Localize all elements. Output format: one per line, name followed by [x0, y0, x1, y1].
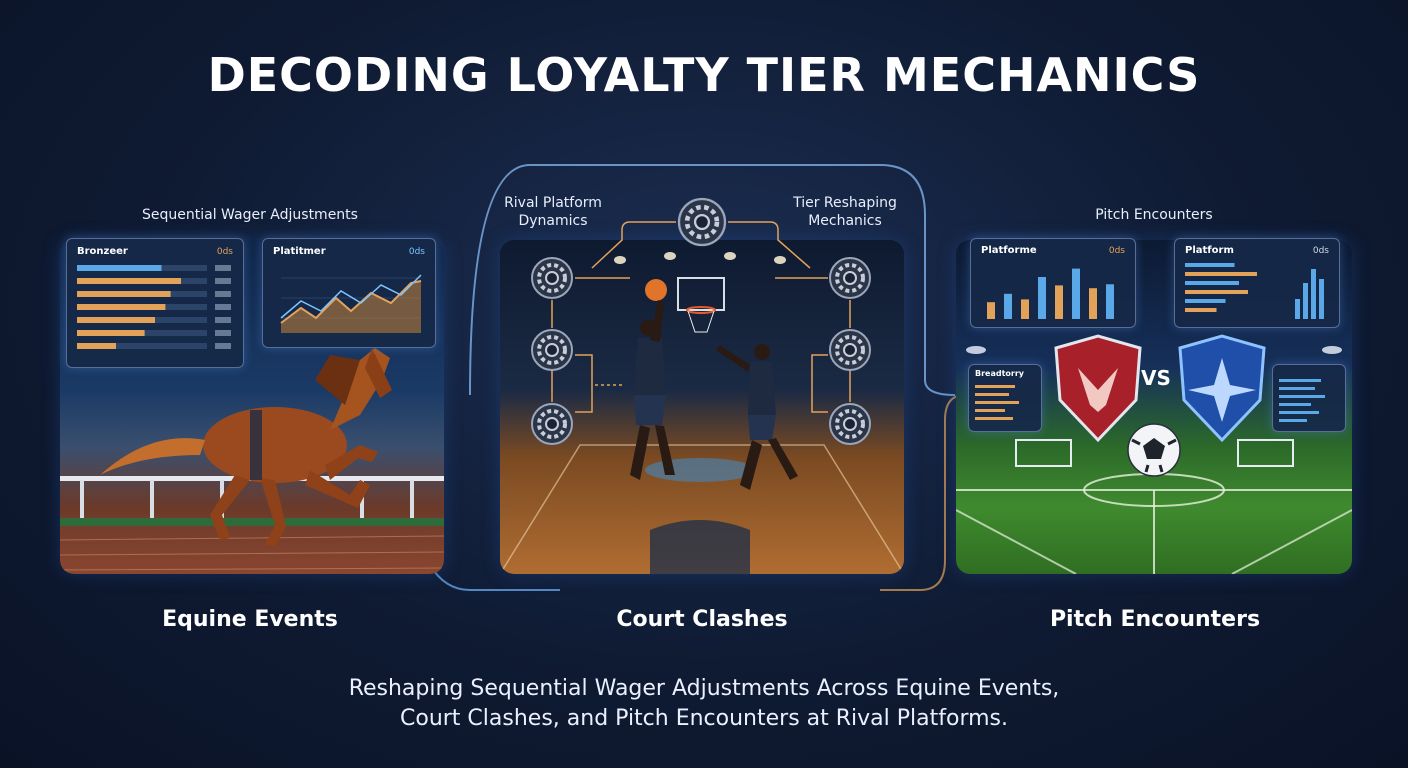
label-line: Tier Reshaping	[793, 195, 897, 211]
bar-value-mark	[215, 304, 231, 310]
bar-value-mark	[215, 278, 231, 284]
gear-icon	[679, 199, 725, 245]
pitch-bar-list-2	[1185, 263, 1324, 319]
card-title: Breadtorry	[975, 369, 1025, 378]
label-line: Dynamics	[518, 213, 588, 229]
gear-icon	[530, 256, 574, 300]
equine-label: Sequential Wager Adjustments	[142, 207, 358, 223]
card-odds: 0ds	[1108, 246, 1125, 256]
bar-fill	[1185, 281, 1239, 285]
platform-bar-chart-card: Platforme 0ds	[970, 238, 1136, 328]
card-odds: 0ds	[216, 247, 233, 257]
gear-icon	[828, 402, 872, 446]
mini-bar-list-left	[975, 385, 1019, 420]
bar-fill	[1185, 263, 1235, 267]
gear-flow-diagram	[530, 180, 872, 446]
bar	[1089, 288, 1097, 319]
bar	[1004, 293, 1012, 319]
soccer-ball-icon	[1127, 423, 1181, 477]
bar-fill	[1185, 308, 1217, 312]
platform-list-card: Platform 0ds	[1174, 238, 1340, 328]
bar	[1038, 277, 1046, 319]
court-caption: Court Clashes	[616, 607, 788, 632]
platinum-tier-card: Platitmer 0ds	[262, 238, 436, 348]
team-stats-card-left: Breadtorry	[968, 364, 1042, 432]
card-odds: 0ds	[1312, 246, 1329, 256]
bar-fill	[1185, 299, 1226, 303]
versus-label: VS	[1141, 366, 1171, 390]
bar-value-mark	[215, 317, 231, 323]
blue-shield-icon	[1178, 334, 1266, 443]
bar	[987, 302, 995, 319]
team-stats-card-right	[1272, 364, 1346, 432]
horse-scene	[60, 348, 444, 571]
basketball-hoop-icon	[677, 277, 725, 333]
card-title: Platform	[1185, 245, 1234, 256]
card-odds: 0ds	[408, 247, 425, 257]
bar-fill	[77, 330, 145, 336]
card-title: Bronzeer	[77, 246, 128, 257]
player-right-icon	[716, 344, 798, 490]
court-panel	[500, 240, 904, 574]
bottom-line-1: Reshaping Sequential Wager Adjustments A…	[348, 676, 1060, 701]
bar-value-mark	[215, 265, 231, 271]
gear-icon	[828, 328, 872, 372]
gear-icon	[828, 256, 872, 300]
bar-value-mark	[215, 291, 231, 297]
mini-bar-list-right	[1279, 379, 1325, 422]
pitch-caption: Pitch Encounters	[1049, 607, 1261, 632]
red-shield-icon	[1054, 334, 1142, 443]
bar-value-mark	[215, 330, 231, 336]
basketball-scene	[500, 252, 904, 574]
goal-right-icon	[1237, 439, 1294, 467]
bronze-tier-card: Bronzeer 0ds	[66, 238, 244, 368]
tier-reshaping-label: Tier Reshaping Mechanics	[775, 194, 915, 230]
bar-fill	[1185, 290, 1248, 294]
bottom-line-2: Court Clashes, and Pitch Encounters at R…	[400, 706, 1008, 731]
gear-icon	[530, 402, 574, 446]
equine-line-chart	[280, 274, 422, 333]
bar-track	[77, 343, 207, 349]
bar-fill	[77, 343, 116, 349]
bar-fill	[77, 291, 171, 297]
bar-fill	[77, 265, 162, 271]
bar-fill	[77, 304, 166, 310]
rival-platform-label: Rival Platform Dynamics	[488, 194, 618, 230]
equine-bar-list	[77, 265, 231, 349]
soccer-scene	[956, 334, 1352, 574]
bar-fill	[77, 278, 181, 284]
basketball-icon	[645, 279, 667, 301]
bar	[1021, 299, 1029, 319]
label-line: Rival Platform	[504, 195, 602, 211]
page-title: DECODING LOYALTY TIER MECHANICS	[207, 48, 1201, 102]
player-left-icon	[630, 300, 675, 480]
bar-fill	[1185, 272, 1257, 276]
card-title: Platitmer	[273, 246, 326, 257]
bar	[1106, 284, 1114, 319]
pitch-label: Pitch Encounters	[1095, 207, 1213, 223]
bottom-description: Reshaping Sequential Wager Adjustments A…	[0, 674, 1408, 734]
bar-fill	[77, 317, 155, 323]
horse-icon	[100, 348, 392, 546]
goal-left-icon	[1015, 439, 1072, 467]
card-title: Platforme	[981, 245, 1037, 256]
pitch-bar-chart-1	[987, 268, 1114, 319]
bar-value-mark	[215, 343, 231, 349]
gear-icon	[530, 328, 574, 372]
equine-caption: Equine Events	[162, 607, 338, 632]
bar	[1072, 268, 1080, 319]
bar	[1055, 285, 1063, 319]
label-line: Mechanics	[808, 213, 882, 229]
